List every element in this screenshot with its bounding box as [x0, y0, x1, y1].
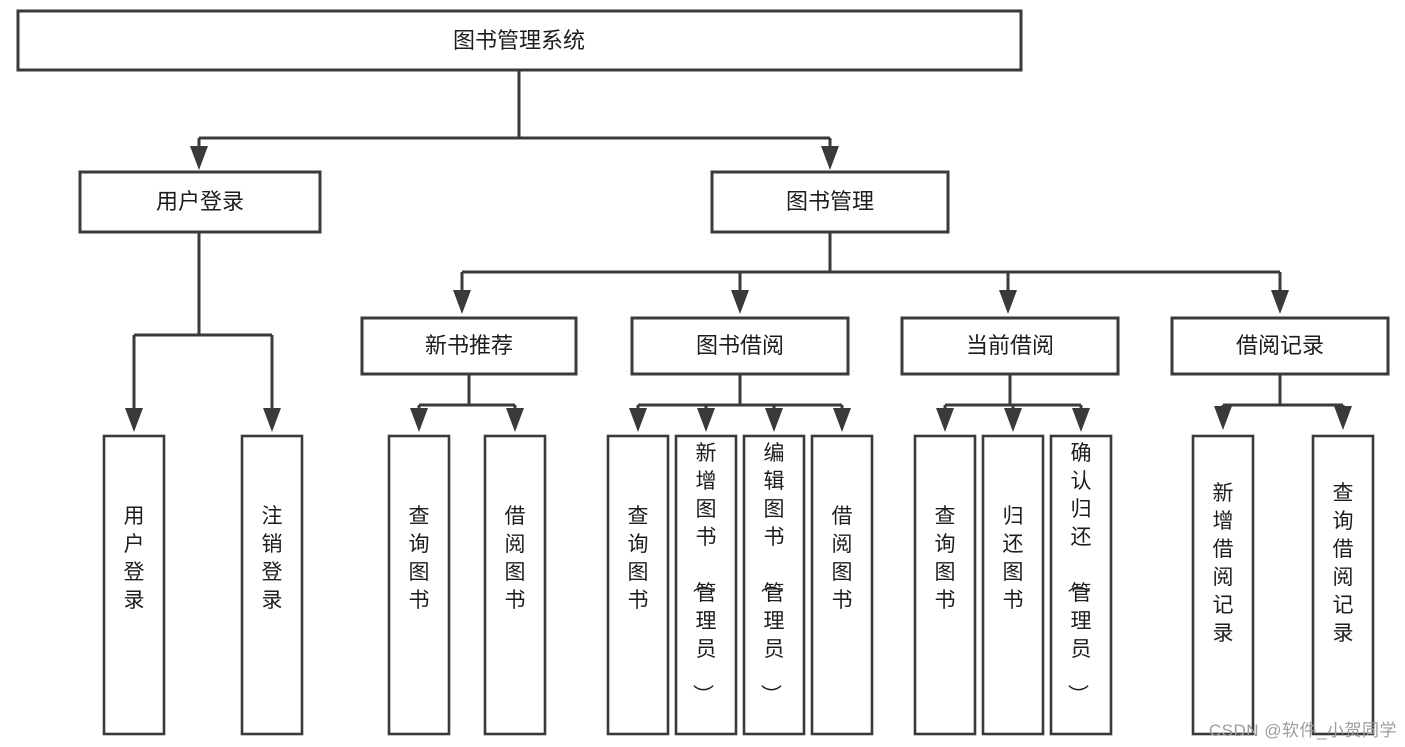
node-leaf-12-box[interactable] — [1191, 434, 1255, 736]
arrow-to-leaf-5 — [629, 408, 647, 432]
node-borrow-label: 图书借阅 — [696, 333, 784, 358]
csdn-watermark: CSDN @软件_小贺同学 — [1208, 721, 1397, 740]
node-leaf-9-box[interactable] — [913, 434, 977, 736]
arrow-to-records — [1271, 290, 1289, 314]
node-leaf-1[interactable]: 用户登录 — [102, 434, 166, 736]
arrow-to-login — [190, 146, 208, 170]
node-leaf-6-box[interactable] — [674, 434, 738, 736]
node-leaf-3-label: 查询图书 — [409, 505, 430, 612]
arrow-to-current — [999, 290, 1017, 314]
node-leaf-9[interactable]: 查询图书 — [913, 434, 977, 736]
node-leaf-13-label: 查询借阅记录 — [1333, 482, 1354, 645]
arrow-to-leaf-1 — [125, 408, 143, 432]
node-bookmgmt-label: 图书管理 — [786, 189, 874, 214]
node-newbook[interactable]: 新书推荐 — [360, 316, 578, 376]
arrow-to-leaf-8 — [833, 408, 851, 432]
node-records-label: 借阅记录 — [1236, 333, 1324, 358]
arrow-to-leaf-10 — [1004, 408, 1022, 432]
arrow-to-leaf-7 — [765, 408, 783, 432]
node-leaf-13-box[interactable] — [1311, 434, 1375, 736]
node-bookmgmt-box[interactable] — [710, 170, 950, 234]
node-leaf-6-label: 新增图书（管理员） — [691, 442, 717, 705]
node-current-label: 当前借阅 — [966, 333, 1054, 358]
node-newbook-label: 新书推荐 — [425, 333, 513, 358]
node-leaf-6[interactable]: 新增图书（管理员） — [674, 434, 738, 736]
node-leaf-12[interactable]: 新增借阅记录 — [1191, 434, 1255, 736]
node-leaf-11-box[interactable] — [1049, 434, 1113, 736]
node-leaf-5-label: 查询图书 — [628, 505, 649, 612]
arrow-to-leaf-6 — [697, 408, 715, 432]
arrow-to-leaf-11 — [1072, 408, 1090, 432]
node-root[interactable]: 图书管理系统 — [16, 9, 1023, 72]
arrow-to-leaf-12 — [1214, 406, 1232, 430]
arrow-to-newbook — [453, 290, 471, 314]
node-leaf-4-label: 借阅图书 — [505, 505, 526, 612]
node-root-label: 图书管理系统 — [453, 28, 585, 53]
node-borrow[interactable]: 图书借阅 — [630, 316, 850, 376]
node-leaf-7-label: 编辑图书（管理员） — [759, 442, 785, 705]
node-leaf-7[interactable]: 编辑图书（管理员） — [742, 434, 806, 736]
node-leaf-12-label: 新增借阅记录 — [1213, 482, 1234, 645]
arrow-to-leaf-4 — [506, 408, 524, 432]
node-leaf-8-box[interactable] — [810, 434, 874, 736]
arrow-to-leaf-3 — [410, 408, 428, 432]
node-leaf-8[interactable]: 借阅图书 — [810, 434, 874, 736]
node-bookmgmt[interactable]: 图书管理 — [710, 170, 950, 234]
node-leaf-4[interactable]: 借阅图书 — [483, 434, 547, 736]
node-newbook-box[interactable] — [360, 316, 578, 376]
node-leaf-10-box[interactable] — [981, 434, 1045, 736]
arrow-to-borrow — [731, 290, 749, 314]
node-leaf-3[interactable]: 查询图书 — [387, 434, 451, 736]
node-root-box[interactable] — [16, 9, 1023, 72]
node-login[interactable]: 用户登录 — [78, 170, 322, 234]
node-records-box[interactable] — [1170, 316, 1390, 376]
connector-layer — [125, 70, 1352, 432]
node-leaf-3-box[interactable] — [387, 434, 451, 736]
arrow-to-leaf-9 — [936, 408, 954, 432]
node-leaf-2-label: 注销登录 — [262, 505, 283, 612]
node-borrow-box[interactable] — [630, 316, 850, 376]
arrow-to-bookmgmt — [821, 146, 839, 170]
node-leaf-10[interactable]: 归还图书 — [981, 434, 1045, 736]
node-login-label: 用户登录 — [156, 189, 244, 214]
node-current-box[interactable] — [900, 316, 1120, 376]
node-leaf-9-label: 查询图书 — [935, 505, 956, 612]
node-records[interactable]: 借阅记录 — [1170, 316, 1390, 376]
node-leaf-5-box[interactable] — [606, 434, 670, 736]
node-leaf-2[interactable]: 注销登录 — [240, 434, 304, 736]
node-leaf-10-label: 归还图书 — [1003, 505, 1024, 612]
node-leaf-11-label: 确认归还（管理员） — [1066, 442, 1092, 705]
node-leaf-2-box[interactable] — [240, 434, 304, 736]
node-leaf-7-box[interactable] — [742, 434, 806, 736]
node-leaf-13[interactable]: 查询借阅记录 — [1311, 434, 1375, 736]
node-leaf-1-label: 用户登录 — [124, 505, 145, 612]
node-leaf-1-box[interactable] — [102, 434, 166, 736]
node-current[interactable]: 当前借阅 — [900, 316, 1120, 376]
node-login-box[interactable] — [78, 170, 322, 234]
node-leaf-11[interactable]: 确认归还（管理员） — [1049, 434, 1113, 736]
node-leaf-8-label: 借阅图书 — [832, 505, 853, 612]
arrow-to-leaf-2 — [263, 408, 281, 432]
arrow-to-leaf-13 — [1334, 406, 1352, 430]
node-leaf-5[interactable]: 查询图书 — [606, 434, 670, 736]
node-leaf-4-box[interactable] — [483, 434, 547, 736]
